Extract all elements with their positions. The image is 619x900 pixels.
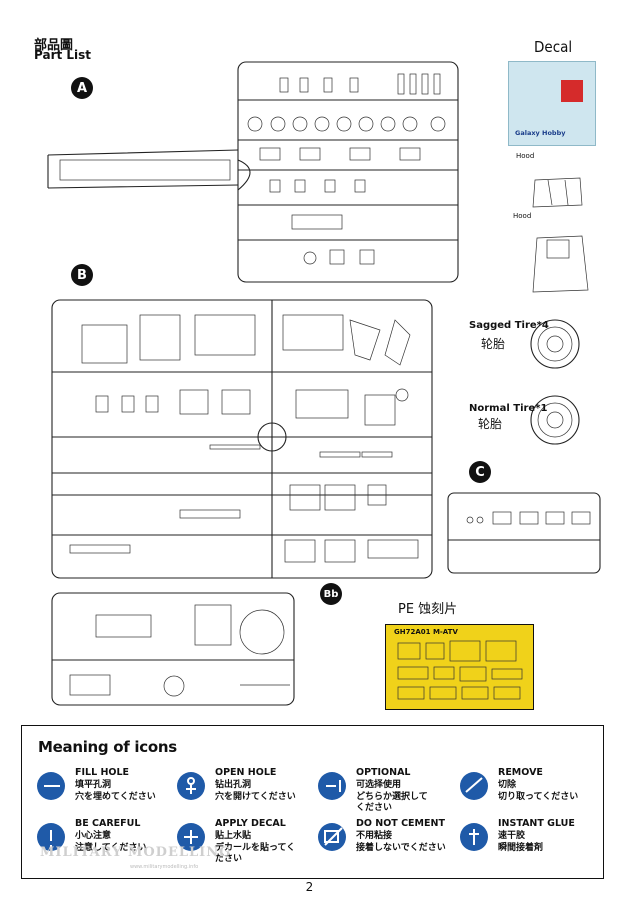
optional-icon (318, 772, 346, 800)
normal-tire-label: Normal Tire*1 (469, 403, 548, 414)
sprue-bb-badge: Bb (320, 583, 342, 605)
remove-cn: 切除 (498, 780, 517, 790)
decal-title: Decal (534, 38, 573, 56)
optional-cn: 可选择使用 (356, 780, 402, 790)
page-number: 2 (305, 880, 314, 894)
sprue-b-drawing (51, 299, 433, 579)
instant-glue-en: INSTANT GLUE (498, 818, 575, 829)
do-not-cement-cn: 不用粘接 (356, 831, 393, 841)
pe-sheet: GH72A01 M-ATV (385, 624, 534, 710)
do-not-cement-en: DO NOT CEMENT (356, 818, 445, 829)
be-careful-en: BE CAREFUL (75, 818, 141, 829)
decal-sheet: Galaxy Hobby (508, 61, 596, 146)
hood-label-2: Hood (513, 212, 532, 220)
tire-drawings (530, 319, 580, 445)
instant-glue-cn: 速干胶 (498, 831, 526, 841)
do-not-cement-icon (318, 823, 346, 851)
sprue-a-badge: A (71, 77, 93, 99)
page-title-cn: 部品圖 (34, 38, 74, 53)
pe-title: PE 蚀刻片 (398, 602, 458, 617)
apply-decal-jp: デカールを貼ってください (215, 843, 296, 864)
pe-code: GH72A01 M-ATV (394, 628, 458, 636)
fill-hole-icon (37, 772, 65, 800)
decal-brand: Galaxy Hobby (515, 129, 566, 137)
sprue-b-badge: B (71, 264, 93, 286)
open-hole-cn: 钻出孔洞 (215, 780, 252, 790)
apply-decal-cn: 贴上水贴 (215, 831, 252, 841)
open-hole-jp: 穴を開けてください (215, 792, 296, 802)
be-careful-cn: 小心注意 (75, 831, 112, 841)
fill-hole-cn: 填平孔洞 (75, 780, 112, 790)
page-title-en: Part List (34, 48, 92, 62)
icons-legend (21, 725, 604, 879)
fill-hole-jp: 穴を埋めてください (75, 792, 156, 802)
optional-jp: どちらか選択してください (356, 792, 428, 813)
decal-red-marking (561, 80, 583, 102)
sagged-tire-label: Sagged Tire*4 (469, 320, 549, 331)
sprue-c-drawing (447, 492, 601, 574)
pe-parts (397, 640, 523, 700)
hood-label-1: Hood (516, 152, 535, 160)
sprue-bb-drawing (51, 592, 295, 706)
remove-icon (460, 772, 488, 800)
fill-hole-en: FILL HOLE (75, 767, 130, 778)
sprue-drawings (47, 61, 601, 706)
open-hole-icon (177, 772, 205, 800)
remove-jp: 切り取ってください (498, 792, 579, 802)
open-hole-en: OPEN HOLE (215, 767, 277, 778)
do-not-cement-jp: 接着しないでください (356, 843, 446, 853)
optional-en: OPTIONAL (356, 767, 411, 778)
be-careful-jp: 注意してください (75, 843, 147, 853)
instant-glue-jp: 瞬間接着剤 (498, 843, 544, 853)
sprue-c-badge: C (469, 461, 491, 483)
instant-glue-icon (460, 823, 488, 851)
normal-tire-label-cn: 轮胎 (478, 417, 503, 431)
sprue-a-drawing (47, 61, 459, 283)
watermark-url: www.militarymodelling.info (130, 864, 199, 870)
hood-drawings (532, 177, 589, 293)
watermark: MILITARY MODELLING (40, 845, 232, 860)
sagged-tire-label-cn: 轮胎 (481, 337, 506, 351)
remove-en: REMOVE (498, 767, 543, 778)
icons-title: Meaning of icons (38, 738, 177, 756)
apply-decal-en: APPLY DECAL (215, 818, 286, 829)
